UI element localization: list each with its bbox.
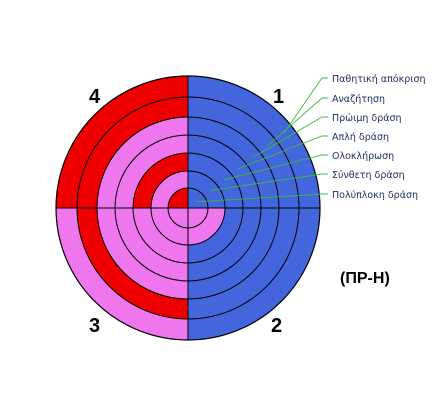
- level-label-passive-response: Παθητική απόκριση: [332, 74, 426, 85]
- segment-q2-ring-7: [188, 208, 320, 340]
- segment-q1-ring-1: [188, 188, 208, 208]
- segment-q1-ring-3: [188, 153, 243, 208]
- segment-q3-ring-2: [151, 208, 188, 245]
- segment-q1-ring-2: [188, 171, 225, 208]
- leader-line-4: [238, 135, 328, 170]
- level-label-search: Αναζήτηση: [332, 94, 385, 105]
- level-label-early-action: Πρώιμη δράση: [332, 113, 402, 124]
- segment-q2-ring-1: [188, 208, 208, 228]
- segment-q3-ring-3: [133, 208, 188, 263]
- segment-q2-ring-4: [188, 208, 261, 281]
- segment-q4-ring-5: [97, 117, 188, 208]
- quadrant-number-2: 2: [271, 315, 282, 337]
- level-label-simple-action: Απλή δράση: [332, 132, 389, 143]
- quadrant-number-4: 4: [89, 86, 101, 108]
- level-label-complex-action: Πολύπλοκη δράση: [332, 190, 418, 201]
- segment-q2-ring-3: [188, 208, 243, 263]
- segment-q4-ring-6: [77, 97, 188, 208]
- segment-q3-ring-4: [115, 208, 188, 281]
- segment-q2-ring-6: [188, 208, 299, 319]
- level-leader-lines: [195, 77, 328, 203]
- segment-q2-ring-2: [188, 208, 225, 245]
- segment-q3-ring-6: [77, 208, 188, 319]
- segment-q4-ring-1: [168, 188, 188, 208]
- leader-line-7: [195, 193, 328, 203]
- segment-q4-ring-4: [115, 135, 188, 208]
- segment-q2-ring-5: [188, 208, 279, 299]
- ring-segments: [56, 76, 320, 340]
- quadrant-number-3: 3: [89, 315, 100, 337]
- segment-q1-ring-5: [188, 117, 279, 208]
- code-label: (ΠΡ-Η): [340, 270, 390, 287]
- segment-q3-ring-7: [56, 208, 188, 340]
- segment-q1-ring-6: [188, 97, 299, 208]
- leader-line-1: [283, 77, 328, 134]
- segment-q3-ring-5: [97, 208, 188, 299]
- level-label-compound-action: Σύνθετη δράση: [332, 170, 405, 181]
- leader-line-3: [252, 116, 328, 158]
- leader-line-2: [267, 97, 328, 147]
- level-label-integration: Ολοκλήρωση: [332, 151, 394, 162]
- segment-q4-ring-3: [133, 153, 188, 208]
- segment-q1-ring-4: [188, 135, 261, 208]
- segment-q4-ring-2: [151, 171, 188, 208]
- quadrant-dividers: [56, 76, 320, 340]
- segment-q3-ring-1: [168, 208, 188, 228]
- quadrant-number-1: 1: [273, 86, 284, 108]
- leader-line-5: [224, 154, 328, 181]
- segment-q4-ring-7: [56, 76, 188, 208]
- leader-line-6: [210, 173, 328, 191]
